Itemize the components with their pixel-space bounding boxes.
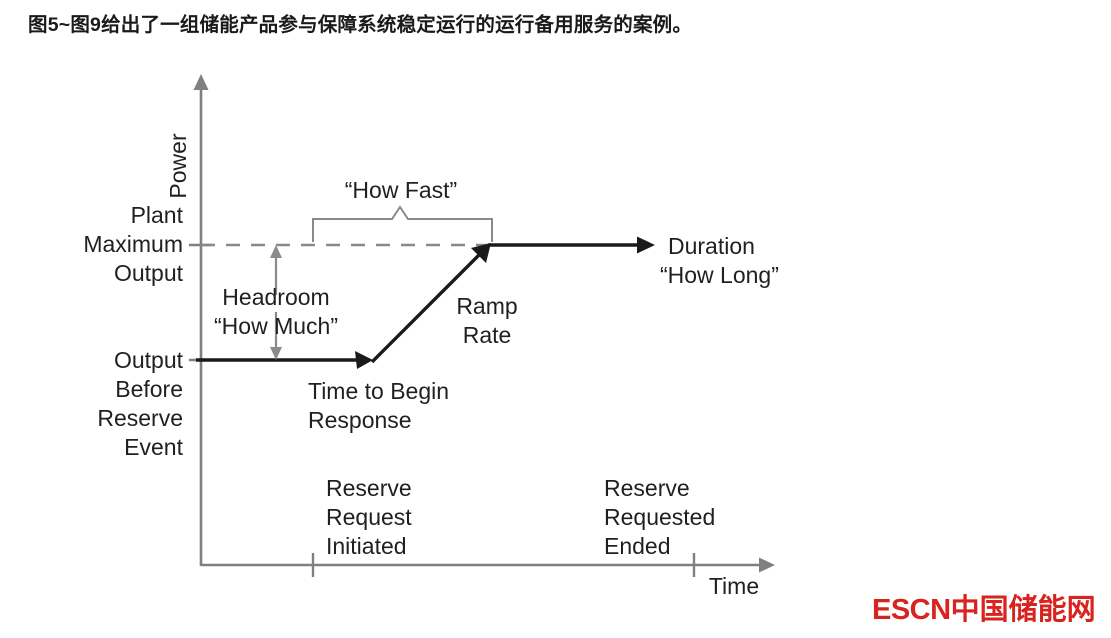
y-label-plant-maximum-output-line2: Maximum bbox=[83, 231, 183, 257]
x-label-reserve-requested-ended-line2: Requested bbox=[604, 504, 715, 530]
plant-output-response-curve bbox=[196, 236, 655, 369]
how-fast-label: “How Fast” bbox=[345, 177, 457, 203]
headroom-arrow-up-icon bbox=[270, 245, 282, 258]
ramp-rate-label-line1: Ramp bbox=[456, 293, 517, 319]
diagram-text-labels: Power Time Plant Maximum Output Output B… bbox=[83, 133, 779, 596]
x-label-reserve-request-initiated-line3: Initiated bbox=[326, 533, 407, 559]
x-label-reserve-request-initiated-line1: Reserve bbox=[326, 475, 412, 501]
y-label-output-before-reserve-event-line3: Reserve bbox=[97, 405, 183, 431]
page-caption: 图5~图9给出了一组储能产品参与保障系统稳定运行的运行备用服务的案例。 bbox=[28, 14, 693, 36]
duration-label-line2: “How Long” bbox=[660, 262, 779, 288]
pre-event-arrow-icon bbox=[355, 351, 373, 369]
logo-mark-text: ESCN bbox=[872, 594, 951, 626]
site-watermark-logo: ESCN中国储能网 bbox=[872, 596, 1096, 625]
y-axis-arrow-icon bbox=[193, 74, 209, 90]
ramp-arrow-icon bbox=[471, 243, 491, 263]
y-label-output-before-reserve-event-line2: Before bbox=[115, 376, 183, 402]
duration-arrow-icon bbox=[637, 236, 655, 254]
axes-group bbox=[193, 74, 775, 573]
y-label-output-before-reserve-event-line1: Output bbox=[114, 347, 184, 373]
x-label-reserve-requested-ended-line1: Reserve bbox=[604, 475, 690, 501]
headroom-double-arrow bbox=[270, 245, 282, 360]
y-label-output-before-reserve-event-line4: Event bbox=[124, 434, 183, 460]
headroom-arrow-down-icon bbox=[270, 347, 282, 360]
x-axis-arrow-icon bbox=[759, 557, 775, 573]
duration-label-line1: Duration bbox=[668, 233, 755, 259]
x-label-reserve-request-initiated-line2: Request bbox=[326, 504, 412, 530]
y-axis-title: Power bbox=[165, 133, 191, 199]
time-to-begin-response-label-line1: Time to Begin bbox=[308, 378, 449, 404]
x-axis-title: Time bbox=[709, 573, 759, 596]
how-fast-brace-path bbox=[312, 205, 493, 242]
y-label-plant-maximum-output-line3: Output bbox=[114, 260, 184, 286]
how-fast-brace bbox=[312, 205, 493, 242]
headroom-label-line1: Headroom bbox=[222, 284, 329, 310]
x-label-reserve-requested-ended-line3: Ended bbox=[604, 533, 671, 559]
logo-name-text: 中国储能网 bbox=[950, 594, 1096, 626]
ramp-segment bbox=[370, 251, 483, 364]
ramp-rate-label-line2: Rate bbox=[463, 322, 512, 348]
reserve-service-diagram: Power Time Plant Maximum Output Output B… bbox=[0, 56, 860, 596]
time-to-begin-response-label-line2: Response bbox=[308, 407, 412, 433]
headroom-label-line2: “How Much” bbox=[214, 313, 338, 339]
y-label-plant-maximum-output-line1: Plant bbox=[131, 202, 184, 228]
